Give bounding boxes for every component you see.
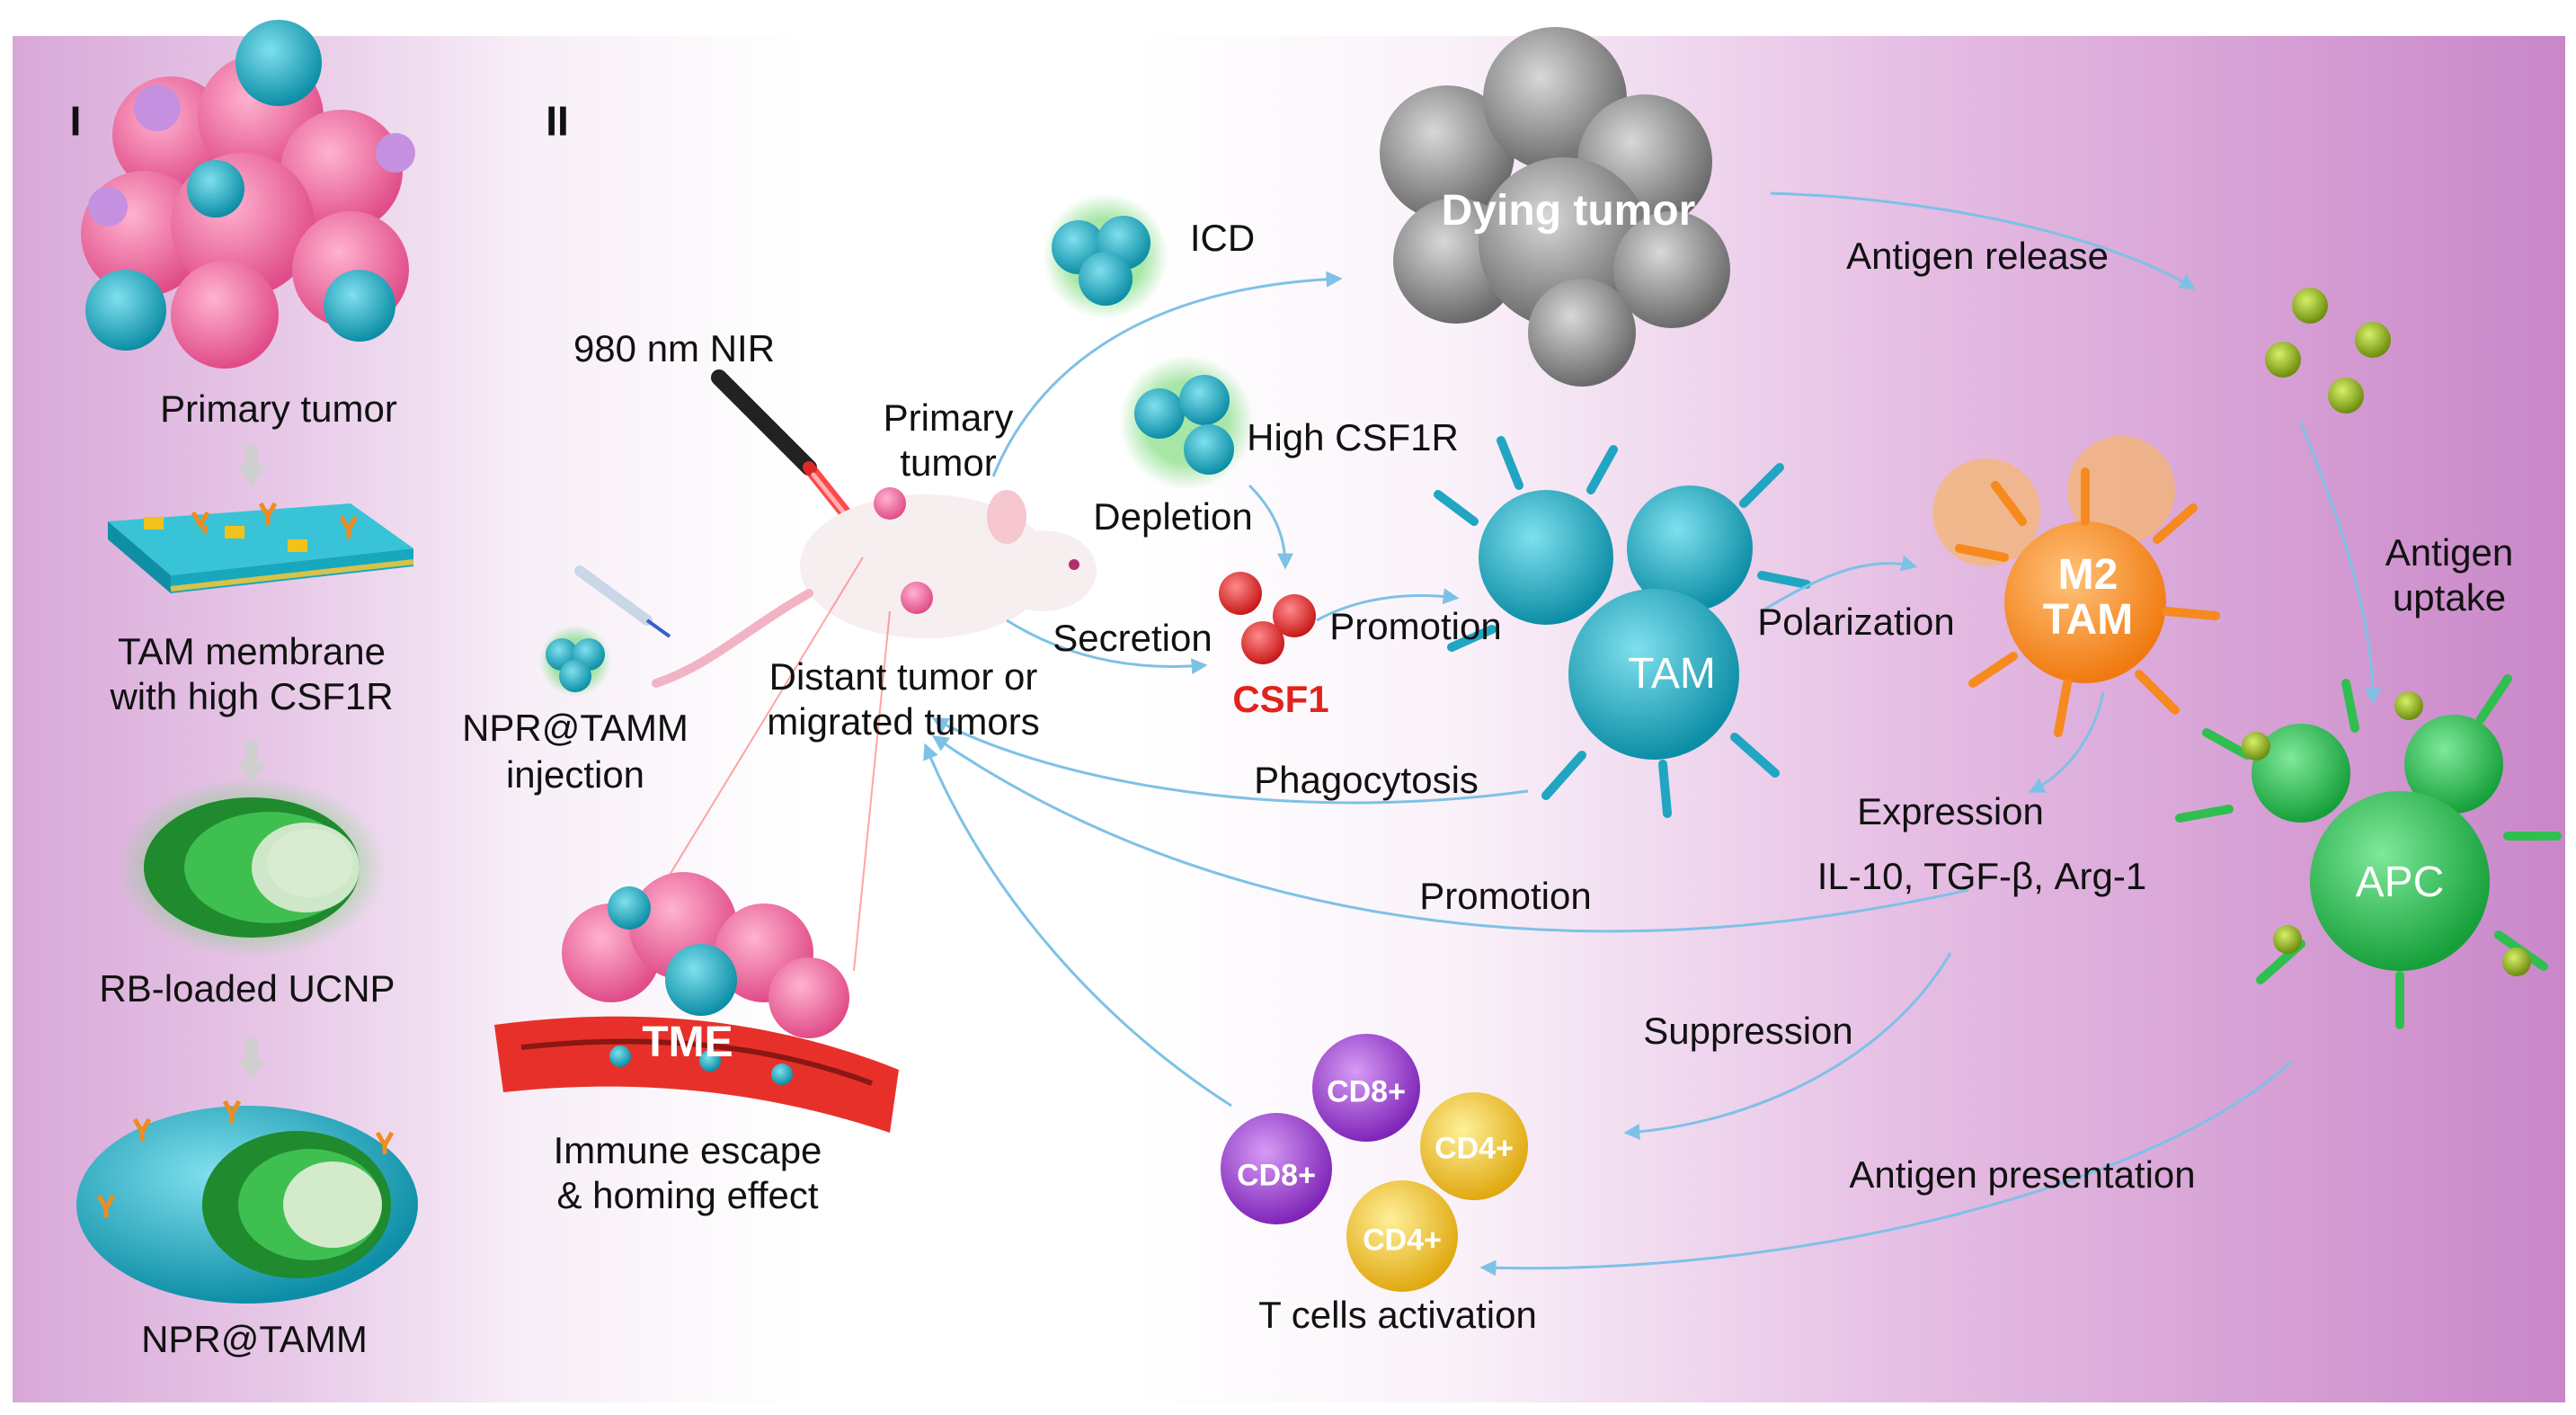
immune-escape-line1: Immune escape [553,1128,822,1171]
arrow-depletion [1248,484,1293,570]
injection-nanoparticles [539,625,611,697]
primary-tumor-mouse-line1: Primary [883,396,1014,439]
distant-tumor-line1: Distant tumor or [768,654,1038,698]
polarization-label: Polarization [1757,600,1955,643]
tam-membrane-label-line2: with high CSF1R [110,674,394,717]
promotion-csf1-label: Promotion [1329,604,1502,647]
arrow-antigen-presentation [1479,1059,2294,1277]
step-arrow-1-head [237,466,266,485]
high-csf1r-label: High CSF1R [1247,415,1459,458]
dying-tumor-label: Dying tumor [1441,187,1696,236]
m2-tam-label-line2: TAM [2042,596,2134,645]
arrow-suppression [1623,952,1952,1140]
m2-tam-cells [1932,436,2220,737]
phagocytosis-label: Phagocytosis [1254,758,1479,801]
tam-membrane-label-line1: TAM membrane [118,629,386,672]
tam-cells [1434,436,1811,818]
apc-cells [2175,674,2562,1029]
injection-label-line2: injection [505,752,645,796]
cd4-label-a: CD4+ [1435,1131,1514,1166]
depletion-label: Depletion [1093,494,1253,538]
arrow-antigen-uptake [2299,422,2381,705]
syringe-illustration [574,565,671,638]
tam-label: TAM [1628,650,1716,699]
tme-label: TME [642,1019,733,1067]
flow-arrows [923,191,2381,1277]
suppression-label: Suppression [1643,1009,1853,1052]
arrow-antigen-release [1770,191,2197,289]
primary-tumor-mouse-line2: tumor [900,441,997,484]
antigen-uptake-line2: uptake [2392,575,2507,619]
secretion-label: Secretion [1053,616,1212,659]
arrow-secretion [1006,619,1208,675]
antigen-particles [2265,288,2391,414]
icd-label: ICD [1189,216,1256,259]
promotion-back-label: Promotion [1419,874,1592,917]
laser-label: 980 nm NIR [573,326,776,369]
primary-tumor-label: Primary tumor [160,387,397,430]
antigen-presentation-label: Antigen presentation [1849,1152,2196,1196]
tam-membrane-illustration [108,502,414,593]
t-cells [1221,1034,1528,1292]
arrow-polarization [1761,555,1918,613]
depletion-nanoparticles [1119,355,1254,490]
npr-tamm-illustration [76,1099,418,1304]
distant-tumor-line2: migrated tumors [767,699,1040,743]
antigen-release-label: Antigen release [1846,234,2109,277]
arrow-phagocytosis [931,717,1529,805]
csf1-particles [1219,572,1316,664]
step-arrow-2-head [237,762,266,782]
dying-tumor-illustration [1380,27,1730,387]
tme-illustration [494,872,899,1133]
arrow-promotion-csf1 [1316,588,1460,622]
arrow-expression [2028,691,2105,793]
cytokines-label: IL-10, TGF-β, Arg-1 [1817,854,2147,897]
npr-tamm-label: NPR@TAMM [141,1317,368,1360]
icd-nanoparticles [1043,193,1168,319]
csf1-label: CSF1 [1232,677,1329,720]
injection-label-line1: NPR@TAMM [462,706,688,749]
arrow-t-cells [923,743,1232,1108]
mouse-illustration [652,487,1097,688]
cd8-label-a: CD8+ [1327,1074,1406,1109]
arrow-to-dying-tumor [991,271,1343,477]
panel-label-ii: II [546,97,569,145]
panel-label-i: I [69,97,82,145]
immune-escape-line2: & homing effect [556,1173,819,1216]
rb-ucnp-label: RB-loaded UCNP [99,966,395,1010]
rb-ucnp-illustration [117,778,386,957]
antigen-uptake-line1: Antigen [2385,530,2514,574]
cd8-label-b: CD8+ [1237,1158,1316,1193]
step-arrow-3-head [237,1059,266,1079]
arrow-promotion-back [932,734,1969,933]
cd4-label-b: CD4+ [1363,1223,1442,1258]
apc-label: APC [2355,859,2445,907]
m2-tam-label-line1: M2 [2057,551,2119,600]
primary-tumor-illustration [81,20,415,369]
expression-label: Expression [1857,789,2044,832]
t-cells-activation-label: T cells activation [1258,1293,1537,1336]
